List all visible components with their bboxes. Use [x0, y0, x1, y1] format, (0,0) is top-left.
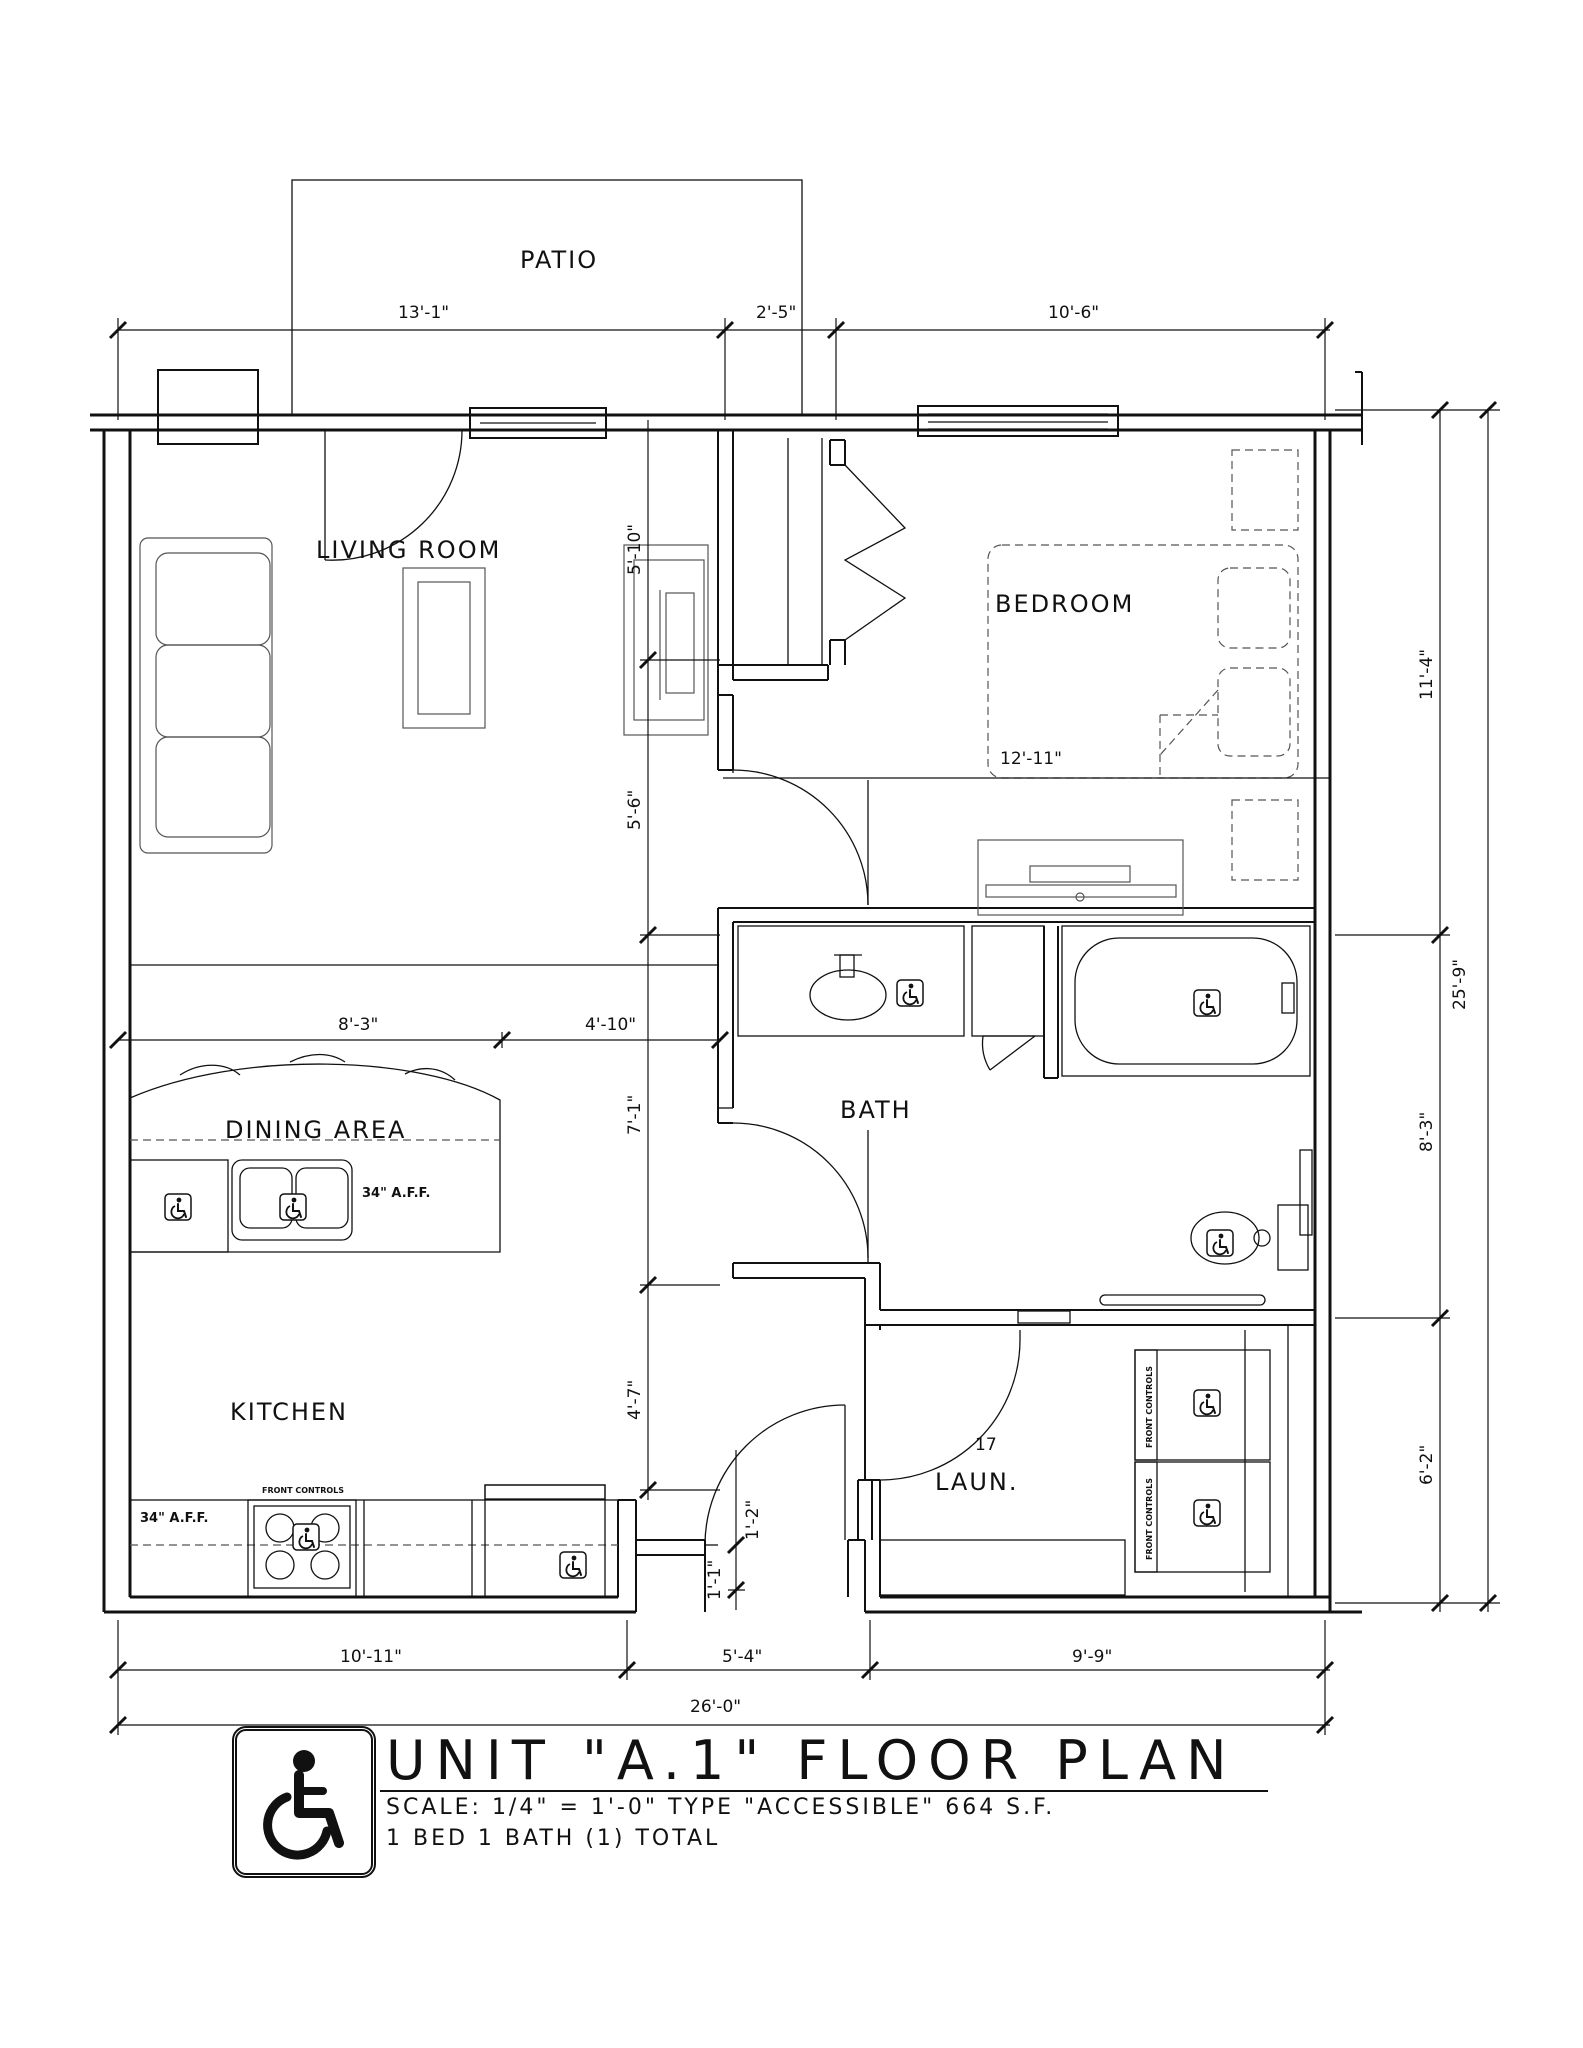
washer	[1134, 1349, 1271, 1461]
dimension-lines	[117, 318, 1500, 1735]
sofa	[139, 537, 273, 854]
wheelchair-icon	[559, 1551, 587, 1579]
dining-area-label: DINING AREA	[225, 1116, 406, 1144]
dim-bottom-mid: 5'-4"	[722, 1647, 762, 1667]
range-controls-note: FRONT CONTROLS	[262, 1486, 344, 1495]
dresser	[977, 839, 1184, 916]
dimension-tick	[638, 1275, 658, 1295]
kitchen-counter	[129, 1484, 619, 1598]
windows	[469, 405, 1119, 439]
dim-entry-a: 1'-2"	[743, 1500, 763, 1540]
dim-left-second: 5'-6"	[625, 790, 645, 830]
dim-bottom-left: 10'-11"	[340, 1647, 402, 1667]
dryer	[1134, 1461, 1271, 1573]
toilet	[1190, 1149, 1313, 1271]
dim-dining-width: 8'-3"	[338, 1015, 378, 1035]
dim-right-lower: 6'-2"	[1417, 1445, 1437, 1485]
dimension-tick	[826, 320, 846, 340]
dimension-tick	[1430, 400, 1450, 420]
nightstands	[1231, 449, 1299, 881]
dim-left-upper: 5'-10"	[625, 524, 645, 575]
laundry-shelf	[879, 1539, 1126, 1596]
dimension-tick	[726, 1580, 746, 1600]
tv-stand	[623, 544, 709, 736]
doors	[313, 429, 1071, 1546]
dryer-controls-note: FRONT CONTROLS	[1145, 1478, 1154, 1560]
sink	[809, 954, 887, 1021]
dimension-tick	[638, 650, 658, 670]
coffee-table	[402, 567, 486, 729]
dimension-tick	[108, 1660, 128, 1680]
dimension-tick	[492, 1030, 512, 1050]
dimension-tick	[1430, 925, 1450, 945]
dimension-tick	[638, 1480, 658, 1500]
dimension-tick	[108, 320, 128, 340]
wheelchair-icon	[164, 1193, 192, 1221]
dimension-tick	[860, 1660, 880, 1680]
dim-top-left: 13'-1"	[398, 303, 449, 323]
dimension-tick	[1478, 1593, 1498, 1613]
dimension-tick	[617, 1660, 637, 1680]
dimension-tick	[108, 1030, 128, 1050]
dimension-tick	[1430, 1593, 1450, 1613]
dim-bottom-total: 26'-0"	[690, 1697, 741, 1717]
dimension-tick	[726, 1535, 746, 1555]
dimension-tick	[1430, 1308, 1450, 1328]
dim-right-total: 25'-9"	[1450, 959, 1470, 1010]
bedroom-label: BEDROOM	[995, 590, 1134, 618]
kitchen-counter-note: 34" A.F.F.	[140, 1511, 208, 1526]
washer-controls-note: FRONT CONTROLS	[1145, 1366, 1154, 1448]
laundry-label: LAUN.	[935, 1468, 1019, 1496]
wheelchair-icon	[896, 979, 924, 1007]
dimension-tick	[1315, 1715, 1335, 1735]
wheelchair-icon	[1193, 989, 1221, 1017]
dimension-tick	[1315, 1660, 1335, 1680]
dimension-tick	[715, 320, 735, 340]
wheelchair-icon	[292, 1523, 320, 1551]
wheelchair-icon	[1206, 1229, 1234, 1257]
dim-left-fourth: 4'-7"	[625, 1380, 645, 1420]
dimension-tick	[638, 925, 658, 945]
dim-entry-b: 1'-1"	[705, 1560, 725, 1600]
dim-left-third: 7'-1"	[625, 1095, 645, 1135]
dimension-tick	[108, 1715, 128, 1735]
bed	[987, 544, 1299, 779]
interior-walls	[130, 430, 1315, 1597]
wheelchair-icon	[279, 1193, 307, 1221]
wheelchair-icon	[1193, 1389, 1221, 1417]
dimension-tick	[1315, 320, 1335, 340]
dim-right-upper: 11'-4"	[1417, 649, 1437, 700]
dim-bedroom-depth: 12'-11"	[1000, 749, 1062, 769]
island-counter-note: 34" A.F.F.	[362, 1186, 430, 1201]
dimension-tick	[1478, 400, 1498, 420]
bath-label: BATH	[840, 1096, 912, 1124]
island	[129, 1053, 501, 1253]
dimension-ticks	[108, 320, 1498, 1735]
living-room-label: LIVING ROOM	[316, 536, 501, 564]
dim-right-mid: 8'-3"	[1417, 1112, 1437, 1152]
dim-top-right: 10'-6"	[1048, 303, 1099, 323]
wheelchair-icon	[164, 979, 1234, 1579]
door-tag: 17	[975, 1435, 997, 1455]
dimension-tick	[710, 1030, 730, 1050]
kitchen-label: KITCHEN	[230, 1398, 348, 1426]
bathtub	[1061, 925, 1311, 1077]
wheelchair-icon	[1193, 1499, 1221, 1527]
dim-dining-offset: 4'-10"	[585, 1015, 636, 1035]
dim-top-mid: 2'-5"	[756, 303, 796, 323]
patio-label: PATIO	[520, 246, 598, 274]
dim-bottom-right: 9'-9"	[1072, 1647, 1112, 1667]
grab-bar	[1099, 1294, 1266, 1306]
